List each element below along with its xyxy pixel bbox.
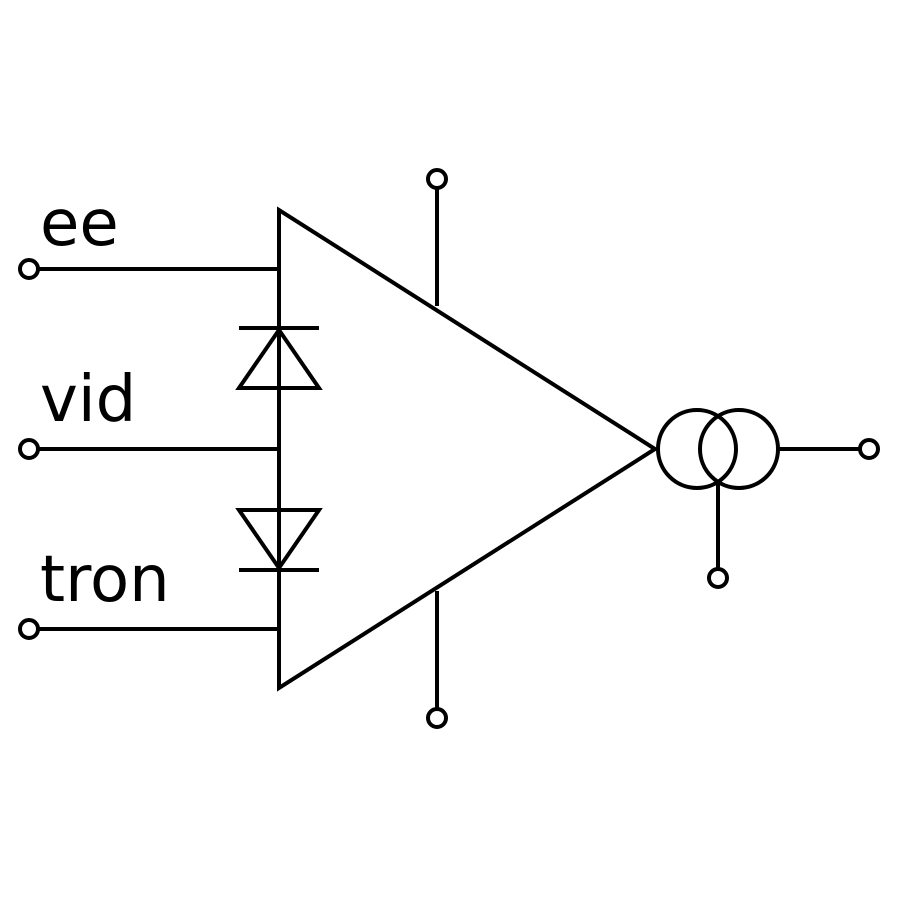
transformer-icon (656, 408, 780, 490)
input-label-ee: ee (40, 187, 119, 261)
terminal-bottom-supply (426, 707, 448, 729)
terminal-vid (18, 438, 40, 460)
terminal-output (858, 438, 880, 460)
terminal-transformer-lower (707, 567, 729, 589)
terminal-ee (18, 258, 40, 280)
terminal-top-supply (426, 168, 448, 190)
amplifier-triangle (277, 206, 659, 692)
input-label-vid: vid (40, 363, 137, 437)
lower-diode-icon (235, 508, 323, 572)
upper-diode-icon (235, 326, 323, 390)
terminal-tron (18, 618, 40, 640)
input-label-tron: tron (40, 543, 170, 617)
